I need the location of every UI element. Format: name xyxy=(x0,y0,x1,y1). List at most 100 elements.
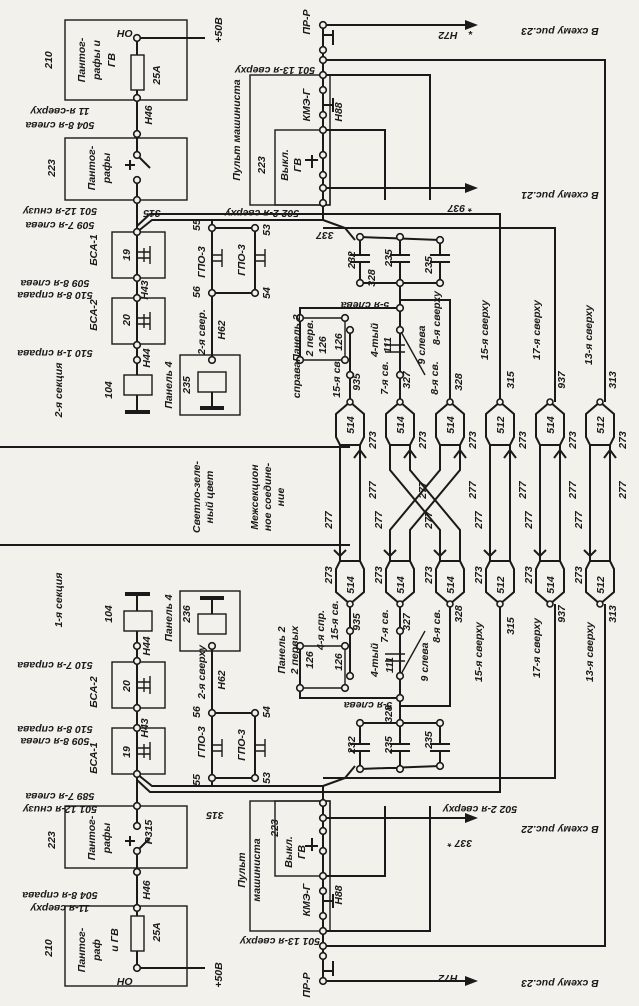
connector-pin-label: 514 xyxy=(545,576,557,594)
wire-label: 273 xyxy=(473,566,485,585)
label-bottom: 53 xyxy=(261,772,273,784)
label-top: 2-я секция xyxy=(53,363,65,419)
label-bottom: 104 xyxy=(103,605,115,623)
label-top: БСА-1 xyxy=(88,234,100,266)
intersection-wire xyxy=(339,445,361,561)
label-top: 2 перв. xyxy=(304,320,316,358)
label-bottom: 20 xyxy=(121,680,133,693)
label-top: 328 xyxy=(453,373,465,391)
label-top: 56 xyxy=(191,286,203,298)
label-top: 20 xyxy=(121,314,133,327)
label-top: Пульт машиниста xyxy=(231,79,243,180)
label-top: ГПО-3 xyxy=(196,246,208,278)
label-top: 328 xyxy=(366,269,378,287)
wire-label: 273 xyxy=(323,566,335,585)
label-bottom: и ГВ xyxy=(109,928,121,952)
intersection-wire xyxy=(389,445,461,561)
connector-bottom xyxy=(385,560,415,606)
connector-pin-label: 514 xyxy=(545,416,557,434)
label-top: 126 xyxy=(333,333,345,351)
arrowhead xyxy=(483,448,517,558)
label-bottom: 937 xyxy=(556,604,568,623)
label-top: 8-я св. xyxy=(429,361,441,395)
connector-top xyxy=(485,400,515,446)
label-top: Пантог- xyxy=(76,37,88,82)
label-top: 509 7-я слева xyxy=(25,219,94,231)
label-top: Панель 4 xyxy=(163,361,175,408)
label-top: 337 xyxy=(315,229,334,241)
label-top: 313 xyxy=(607,371,619,389)
wire-label: 273 xyxy=(567,431,579,450)
connector-pin xyxy=(496,600,504,608)
label-bottom: Панель 4 xyxy=(163,594,175,641)
wire-label: 277 xyxy=(517,480,529,500)
label-bottom: 589 7-я слева xyxy=(25,790,94,802)
label-bottom: ГПО-3 xyxy=(236,729,248,761)
label-bottom: 501 12-я снизу xyxy=(22,803,97,815)
label-bottom: 4-я спр. xyxy=(315,610,327,651)
label-top: 223 xyxy=(46,159,58,178)
label-bottom: 15-я сверху xyxy=(473,621,485,682)
connector-bottom xyxy=(335,560,365,606)
connector-pin xyxy=(596,398,604,406)
connector-top xyxy=(585,400,615,446)
label-bottom: 1-я секция xyxy=(53,573,65,628)
label-top: Н62 xyxy=(216,320,228,339)
label-bottom: В схему рис.22 xyxy=(521,823,599,835)
label-top: * xyxy=(468,29,473,41)
connector-pin xyxy=(396,600,404,608)
label-bottom: 2-я сверху xyxy=(196,644,208,700)
label-top: КМЭ-Г xyxy=(301,88,313,121)
label-top: В схему рис.23 xyxy=(521,25,599,37)
wire-label: 277 xyxy=(373,510,385,530)
wire-label: 277 xyxy=(467,480,479,500)
label-bottom: 13-я сверху xyxy=(584,621,596,682)
label-bottom: 327 xyxy=(401,612,413,631)
label-bottom: Н88 xyxy=(333,885,345,904)
connector-bottom xyxy=(435,560,465,606)
connector-pin xyxy=(546,398,554,406)
wire-label: 273 xyxy=(523,566,535,585)
label-top: рафы и xyxy=(91,39,103,80)
wire-label: 277 xyxy=(523,510,535,530)
label-top: 13-я сверху xyxy=(583,304,595,365)
label-bottom: 4-тый xyxy=(369,642,381,678)
label-bottom: 313 xyxy=(607,605,619,623)
connector-pin xyxy=(446,398,454,406)
arrowhead xyxy=(433,448,467,558)
label-bottom: 337 * xyxy=(447,837,472,849)
label-bottom: 25А xyxy=(151,922,163,942)
label-bottom: Выкл. xyxy=(283,836,295,868)
label-bottom: 56 xyxy=(191,706,203,718)
label-top: Н44 xyxy=(141,348,153,367)
connector-pin-label: 514 xyxy=(445,416,457,434)
label-top: 2-я свер. xyxy=(196,309,208,356)
connector-pin xyxy=(446,600,454,608)
wire-label: 273 xyxy=(467,431,479,450)
wire-label: 277 xyxy=(323,510,335,530)
connector-pin-label: 512 xyxy=(595,416,607,434)
label-top: 327 xyxy=(401,370,413,389)
label-bottom: ПР-Р xyxy=(301,971,313,997)
label-top: 7-я св. xyxy=(379,361,391,395)
wire-label: 273 xyxy=(417,431,429,450)
label-bottom: 15-я св. xyxy=(329,600,341,639)
connector-bottom xyxy=(485,560,515,606)
label-bottom: 502 2-я сверху xyxy=(442,803,518,815)
label-bottom: 5-я слева xyxy=(344,699,393,711)
label-bottom: 223 xyxy=(269,819,281,838)
label-bottom: БСА-2 xyxy=(88,676,100,708)
label-top: 510 1-я справа xyxy=(17,347,93,359)
label-top: ГВ xyxy=(106,53,118,67)
label-top: 501 13-я сверху xyxy=(234,64,315,76)
wire-label: 273 xyxy=(423,566,435,585)
label-top: 104 xyxy=(103,381,115,399)
label-top: 19 xyxy=(121,249,133,261)
connector-pin-label: 512 xyxy=(595,576,607,594)
label-top: БСА-2 xyxy=(88,299,100,331)
label-bottom: Н62 xyxy=(216,670,228,689)
connector-top xyxy=(535,400,565,446)
label-middle: Светло-зеле- xyxy=(191,461,203,533)
label-top: 937 xyxy=(556,370,568,389)
